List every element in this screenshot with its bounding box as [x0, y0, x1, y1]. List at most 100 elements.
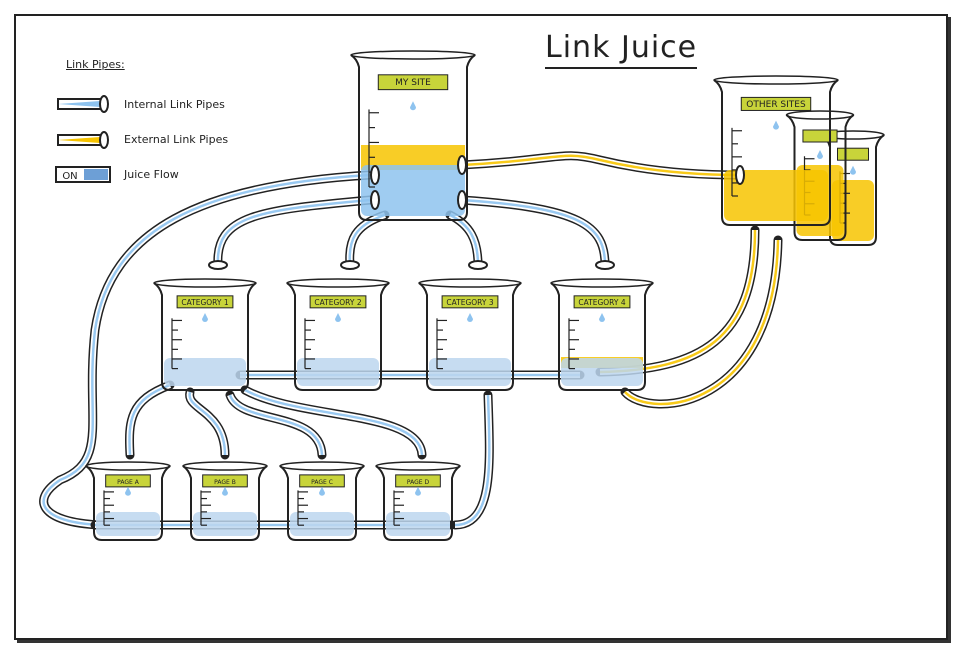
- beaker-label-tag: [377, 74, 449, 91]
- pipe-cat1-to-pageb: [185, 387, 230, 460]
- beaker-label: PAGE A: [117, 479, 140, 486]
- beaker-label: OTHER SITES: [746, 100, 806, 110]
- beaker-rim: [182, 461, 268, 471]
- juice-level: [361, 165, 465, 216]
- legend-internal-label: Internal Link Pipes: [124, 98, 225, 111]
- pipe-connector: [595, 260, 615, 270]
- juice-level: [561, 358, 643, 386]
- external-pipe-icon: [57, 131, 109, 149]
- beaker-category-3: CATEGORY 3: [418, 278, 522, 391]
- juice-drop-icon: [773, 120, 779, 130]
- beaker-label: PAGE B: [214, 479, 236, 486]
- juice-drop-icon: [415, 486, 421, 496]
- pipe-juice: [461, 154, 741, 177]
- legend-pipe-juice: [58, 137, 100, 143]
- juice-level: [724, 170, 828, 221]
- legend-external-label: External Link Pipes: [124, 133, 229, 146]
- pipe-juice: [188, 391, 227, 456]
- beaker-label: PAGE C: [311, 479, 333, 486]
- juice-flow-toggle[interactable]: ON: [55, 166, 111, 183]
- pipe-connector: [457, 155, 467, 175]
- beaker-rim: [85, 461, 171, 471]
- pipe-juice: [128, 383, 171, 456]
- juice-drop-icon: [202, 312, 208, 322]
- beaker-outline: [550, 282, 654, 391]
- diagram-title: Link Juice: [545, 30, 698, 69]
- beaker-page-d: PAGE D: [375, 461, 461, 541]
- beaker-label: MY SITE: [395, 78, 431, 88]
- beaker-page-a: PAGE A: [85, 461, 171, 541]
- juice-drop-icon: [319, 486, 325, 496]
- beaker-label: CATEGORY 4: [578, 298, 625, 307]
- beaker-rim: [279, 461, 365, 471]
- legend-heading: Link Pipes:: [66, 58, 125, 71]
- pipe-juice: [461, 198, 607, 266]
- juice-drop-icon: [850, 165, 856, 175]
- beaker-label: CATEGORY 2: [314, 298, 361, 307]
- juice-drop-icon: [410, 101, 416, 111]
- juice-level: [164, 358, 246, 386]
- beaker-label-tag: [740, 96, 812, 111]
- pipe-mysite-to-pagea: [39, 170, 375, 530]
- juice-level: [297, 358, 379, 386]
- pipe-mysite-to-cat1: [213, 195, 375, 270]
- pipe-mysite-to-cat3: [445, 210, 483, 270]
- beaker-label-tag: [309, 295, 367, 309]
- beaker-page-b: PAGE B: [182, 461, 268, 541]
- legend-pipe-connector: [99, 95, 109, 113]
- pipe-juice: [624, 239, 780, 406]
- beaker-category-4: CATEGORY 4: [550, 278, 654, 391]
- beaker-outline: [785, 114, 855, 241]
- pipe-juice: [228, 394, 324, 456]
- juice-drop-icon: [817, 150, 823, 159]
- beaker-outline: [375, 465, 461, 541]
- pipe-connector: [468, 260, 488, 270]
- beaker-label: PAGE D: [407, 479, 430, 486]
- pipe-connector: [340, 260, 360, 270]
- juice-drop-icon: [335, 312, 341, 322]
- pipe-cat1-to-pagec: [225, 390, 327, 460]
- pipe-juice: [449, 213, 480, 266]
- beaker-outline: [182, 465, 268, 541]
- pipe-mysite-to-cat2: [345, 210, 390, 270]
- beaker-outline: [279, 465, 365, 541]
- canvas-frame: [14, 14, 948, 640]
- beaker-label: CATEGORY 1: [181, 298, 228, 307]
- beaker-my-site: MY SITE: [350, 50, 476, 221]
- pipe-body: [461, 197, 608, 266]
- beaker-rim: [713, 75, 839, 85]
- beaker-rim: [375, 461, 461, 471]
- pipe-mysite-to-othersites: [457, 151, 745, 180]
- beaker-outline: [85, 465, 171, 541]
- beaker-rim: [286, 278, 390, 288]
- beaker-category-1: CATEGORY 1: [153, 278, 257, 391]
- legend-flow-label: Juice Flow: [124, 168, 179, 181]
- beaker-page-c: PAGE C: [279, 461, 365, 541]
- pipe-juice: [244, 388, 424, 456]
- pipe-cat3-to-paged: [450, 390, 494, 530]
- juice-drop-icon: [222, 486, 228, 496]
- juice-drop-icon: [599, 312, 605, 322]
- juice-level: [429, 358, 511, 386]
- toggle-label: ON: [62, 171, 77, 182]
- beaker-outline: [350, 54, 476, 221]
- beaker-label-tag: [441, 295, 499, 309]
- juice-level: [290, 512, 354, 536]
- pipe-juice: [348, 213, 386, 266]
- beaker-label-tag: [176, 295, 234, 309]
- beaker-label-tag: [837, 147, 869, 161]
- pipe-connector: [370, 190, 380, 210]
- beaker-label: CATEGORY 3: [446, 298, 493, 307]
- pipe-cat1-to-paged: [240, 385, 427, 460]
- beaker-rim: [350, 50, 476, 60]
- pipe-connector: [370, 165, 380, 185]
- beaker-label-tag: [573, 295, 631, 309]
- juice-drop-icon: [125, 486, 131, 496]
- beaker-other-sites: OTHER SITES: [713, 75, 839, 226]
- juice-level: [96, 512, 160, 536]
- pipe-juice: [454, 394, 491, 527]
- pipe-othersites-to-cat4: [620, 235, 783, 409]
- pipe-mysite-to-cat4: [457, 195, 610, 270]
- pipe-connector: [457, 190, 467, 210]
